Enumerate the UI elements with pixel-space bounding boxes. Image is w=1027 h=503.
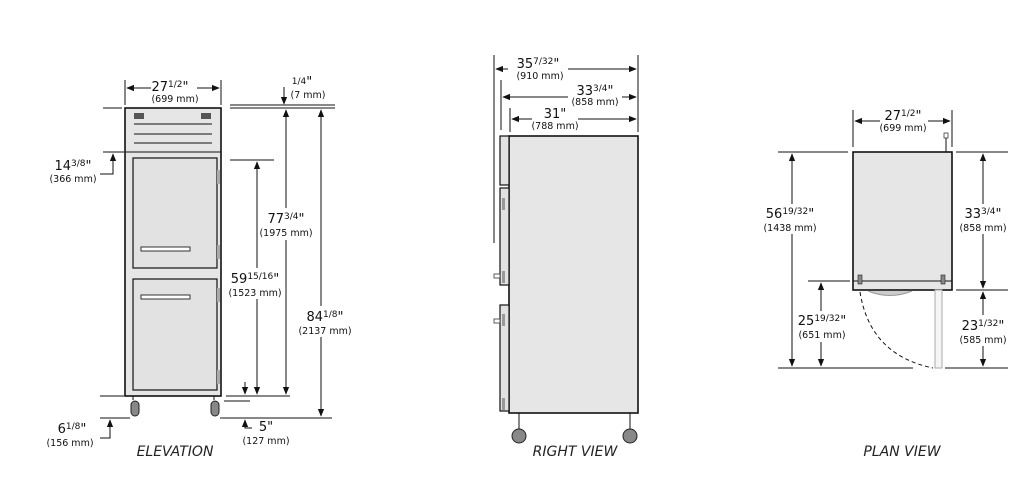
elevation-width-dim: 271/2": [151, 80, 188, 95]
door-handle: [140, 294, 191, 300]
elevation-label: ELEVATION: [137, 444, 214, 460]
overall-depth-dim: 357/32": [517, 57, 560, 72]
top-gap-dim: 1/4": [292, 75, 312, 90]
cabinet-depth-mm: (788 mm): [531, 121, 578, 132]
door-swing-arc: [859, 291, 934, 369]
plan-view: 271/2" (699 mm) 5619/32" (1438 mm) 333/4…: [763, 109, 1008, 460]
door-clearance-dim: 231/32": [962, 319, 1005, 334]
door-swing-mm: (651 mm): [798, 330, 845, 341]
right-view: 357/32" (910 mm) 333/4" (858 mm) 31" (78…: [493, 55, 639, 460]
door-clearance-mm: (585 mm): [959, 335, 1006, 346]
caster: [210, 400, 220, 417]
caster-height-dim: 61/8": [58, 422, 87, 437]
floor-clearance-dim: 5": [259, 420, 273, 435]
grille-mm: (366 mm): [49, 174, 96, 185]
cabinet-height-dim: 773/4": [267, 212, 304, 227]
plan-depth-dim: 333/4": [964, 207, 1001, 222]
right-view-label: RIGHT VIEW: [533, 444, 619, 460]
elevation-width-mm: (699 mm): [151, 94, 198, 105]
plan-view-label: PLAN VIEW: [863, 444, 941, 460]
overall-depth-mm: (910 mm): [516, 71, 563, 82]
floor-clearance-mm: (127 mm): [242, 436, 289, 447]
overall-height-dim: 841/8": [306, 310, 343, 325]
door-height-mm: (1523 mm): [228, 288, 281, 299]
vent-icon: [134, 113, 144, 119]
top-gap-mm: (7 mm): [291, 90, 326, 101]
open-door: [934, 289, 943, 369]
door-height-dim: 5915/16": [231, 272, 279, 287]
elevation-view: 271/2" (699 mm) 1/4" (7 mm) 143/8" (366 …: [46, 75, 351, 460]
total-depth-mm: (1438 mm): [763, 223, 816, 234]
door-handle: [140, 246, 191, 252]
plan-depth-mm: (858 mm): [959, 223, 1006, 234]
depth-with-door-mm: (858 mm): [571, 97, 618, 108]
plan-width-mm: (699 mm): [879, 123, 926, 134]
cabinet-top: [852, 151, 953, 291]
vent-icon: [201, 113, 211, 119]
caster: [130, 400, 140, 417]
caster: [511, 428, 527, 444]
grille-dim: 143/8": [54, 159, 91, 174]
door-swing-dim: 2519/32": [798, 314, 846, 329]
cabinet-depth-dim: 31": [544, 107, 567, 122]
cabinet-height-mm: (1975 mm): [259, 228, 312, 239]
plan-width-dim: 271/2": [884, 109, 921, 124]
depth-with-door-dim: 333/4": [576, 84, 613, 99]
cabinet-side: [508, 135, 639, 414]
caster-height-mm: (156 mm): [46, 438, 93, 449]
overall-height-mm: (2137 mm): [298, 326, 351, 337]
total-depth-dim: 5619/32": [766, 207, 814, 222]
caster: [622, 428, 638, 444]
